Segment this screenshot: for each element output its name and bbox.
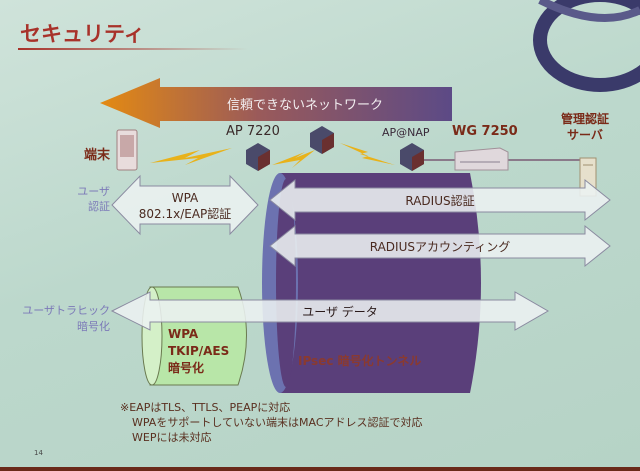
wpa-auth-arrow-shape [111, 174, 259, 236]
ap-nap-label: AP@NAP [382, 126, 430, 139]
wpa-cylinder-line2: TKIP/AES [168, 344, 230, 358]
lightning-icon [340, 143, 395, 165]
wpa-auth-arrow-label: WPA 802.1x/EAP認証 [125, 190, 245, 222]
terminal-device-icon [116, 129, 138, 171]
access-point-icon [246, 143, 270, 171]
radius-accounting-label: RADIUSアカウンティング [369, 240, 511, 254]
auth-server-label-line1: 管理認証 [560, 112, 609, 126]
ap7220-label: AP 7220 [226, 124, 280, 139]
wpa-cylinder-line3: 暗号化 [168, 361, 205, 375]
logo-swirl-icon [533, 0, 640, 92]
radius-auth-label: RADIUS認証 [405, 194, 475, 208]
user-auth-row-label: ユーザ 認証 [72, 184, 110, 214]
bottom-edge [0, 467, 640, 471]
traffic-enc-line2: 暗号化 [77, 320, 110, 333]
untrusted-network-label: 信頼できないネットワーク [226, 98, 383, 113]
user-data-arrow-shape [110, 291, 550, 331]
gateway-device-icon [454, 147, 509, 171]
radius-auth-arrow-shape [269, 178, 611, 222]
traffic-encryption-row-label: ユーザトラヒック 暗号化 [18, 303, 110, 335]
page-number: 14 [34, 449, 43, 457]
footnotes: ※EAPはTLS、TTLS、PEAPに対応 WPAをサポートしていない端末はMA… [120, 400, 423, 445]
wpa-cylinder-label: WPA TKIP/AES 暗号化 [168, 326, 229, 377]
user-auth-line2: 認証 [88, 200, 110, 213]
traffic-enc-line1: ユーザトラヒック [22, 304, 110, 317]
title-underline [18, 48, 248, 50]
wpa-auth-line2: 802.1x/EAP認証 [138, 207, 232, 221]
slide-title: セキュリティ [20, 22, 145, 46]
radius-acct-arrow-shape [269, 224, 611, 268]
footnote-2: WPAをサポートしていない端末はMACアドレス認証で対応 [132, 416, 423, 429]
access-point-icon [310, 126, 334, 154]
footnote-3: WEPには未対応 [132, 431, 212, 444]
lightning-icon [150, 148, 232, 165]
access-point-icon [400, 143, 424, 171]
ipsec-tunnel-label: IPsec 暗号化トンネル [298, 354, 422, 368]
lightning-icon [272, 150, 315, 168]
terminal-label: 端末 [84, 148, 111, 163]
wg7250-label: WG 7250 [452, 124, 518, 139]
user-auth-line1: ユーザ [77, 185, 110, 198]
wireless-link-icons [150, 143, 395, 168]
auth-server-label-line2: サーバ [567, 128, 603, 142]
user-data-label: ユーザ データ [302, 305, 378, 319]
wpa-auth-line1: WPA [171, 191, 199, 205]
auth-server-label: 管理認証 サーバ [555, 111, 615, 143]
wpa-cylinder-line1: WPA [168, 327, 199, 341]
footnote-1: ※EAPはTLS、TTLS、PEAPに対応 [120, 401, 291, 414]
untrusted-network-arrow-shape [100, 78, 452, 128]
